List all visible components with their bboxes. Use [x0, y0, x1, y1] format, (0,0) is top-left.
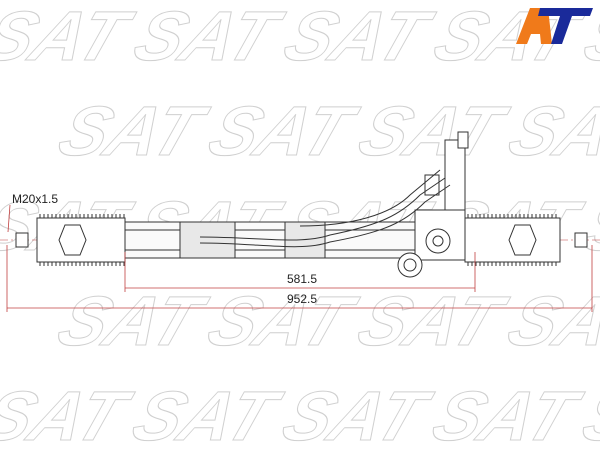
hydraulic-line	[199, 177, 446, 241]
tie-rod-end-left	[15, 232, 29, 248]
watermark-text: SAT	[123, 378, 292, 450]
thread-callout: M20x1.5	[12, 192, 59, 206]
watermark-text: SAT	[423, 378, 592, 450]
pinion-housing	[444, 139, 466, 211]
watermark-text: SAT	[273, 378, 442, 450]
tie-rod-end-right	[574, 232, 588, 248]
dimension-inner-label: 581.5	[287, 272, 318, 286]
rack-housing	[124, 221, 416, 259]
dimension-overall-label: 952.5	[287, 292, 318, 306]
at-logo	[516, 8, 593, 44]
